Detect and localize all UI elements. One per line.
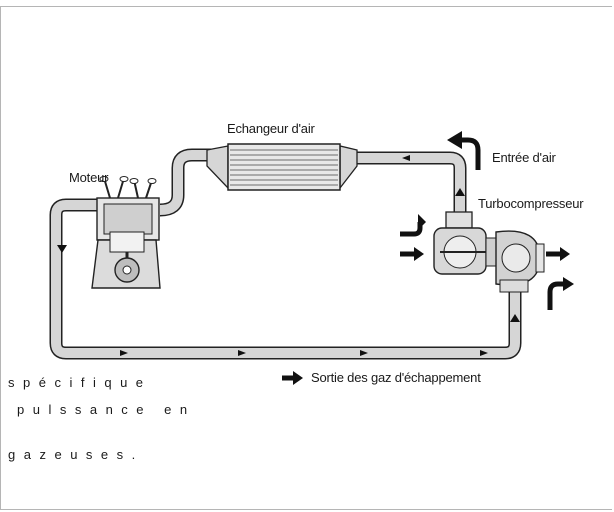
- turbo-label: Turbocompresseur: [478, 196, 584, 211]
- turbo-outlet-arrows: [546, 247, 574, 310]
- text-fragment-1: spécifique: [8, 375, 152, 390]
- exhaust-label: Sortie des gaz d'échappement: [311, 370, 481, 385]
- text-fragment-2: pulssance en: [17, 402, 196, 417]
- turbocharger: [433, 211, 545, 293]
- compressor-pipe: [355, 151, 467, 212]
- air-inlet-arrow: [447, 131, 481, 170]
- engine: [91, 176, 161, 289]
- exhaust-legend-arrow: [282, 371, 303, 385]
- text-fragment-3: gazeuses.: [8, 447, 144, 462]
- flow-arrows: [57, 155, 520, 356]
- intercooler-label: Echangeur d'air: [227, 121, 315, 136]
- diagram-frame: [0, 6, 612, 510]
- intercooler: [206, 143, 358, 191]
- engine-label: Moteur: [69, 170, 109, 185]
- intake-pipe: [159, 148, 212, 217]
- turbo-inlet-arrows: [400, 214, 426, 261]
- air-inlet-label: Entrée d'air: [492, 150, 556, 165]
